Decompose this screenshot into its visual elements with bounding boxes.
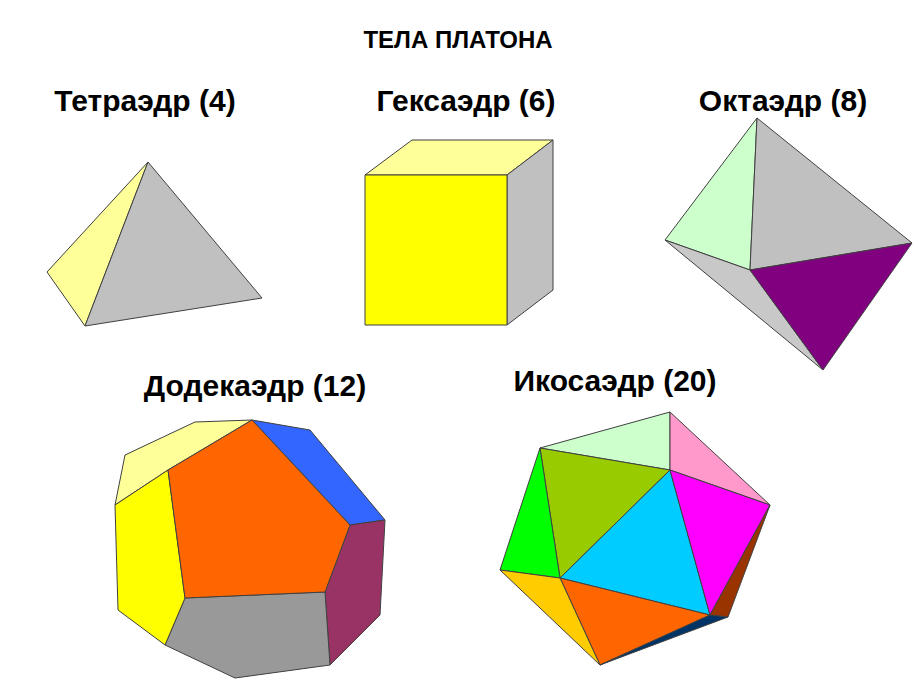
tetrahedron: [47, 162, 262, 326]
icosahedron: [500, 412, 770, 665]
cube-face: [365, 175, 507, 325]
cube-face: [507, 140, 553, 325]
solid-name: Додекаэдр (12): [144, 369, 366, 402]
cube: [365, 140, 553, 325]
dodecahedron: [115, 420, 385, 678]
dodecahedron-face: [168, 420, 350, 598]
icosahedron-face: [500, 448, 560, 578]
solid-name: Тетраэдр (4): [54, 84, 235, 117]
octahedron: [665, 118, 912, 370]
diagram-title: ТЕЛА ПЛАТОНА: [363, 27, 552, 53]
icosahedron-face: [710, 505, 770, 617]
solid-name: Икосаэдр (20): [513, 364, 716, 397]
icosahedron-face: [600, 615, 728, 665]
solid-name: Гексаэдр (6): [376, 84, 555, 117]
solid-name: Октаэдр (8): [699, 84, 867, 117]
icosahedron-face: [500, 570, 600, 665]
tetrahedron-face: [85, 162, 262, 326]
dodecahedron-face: [165, 592, 330, 678]
octahedron-face: [750, 243, 912, 370]
